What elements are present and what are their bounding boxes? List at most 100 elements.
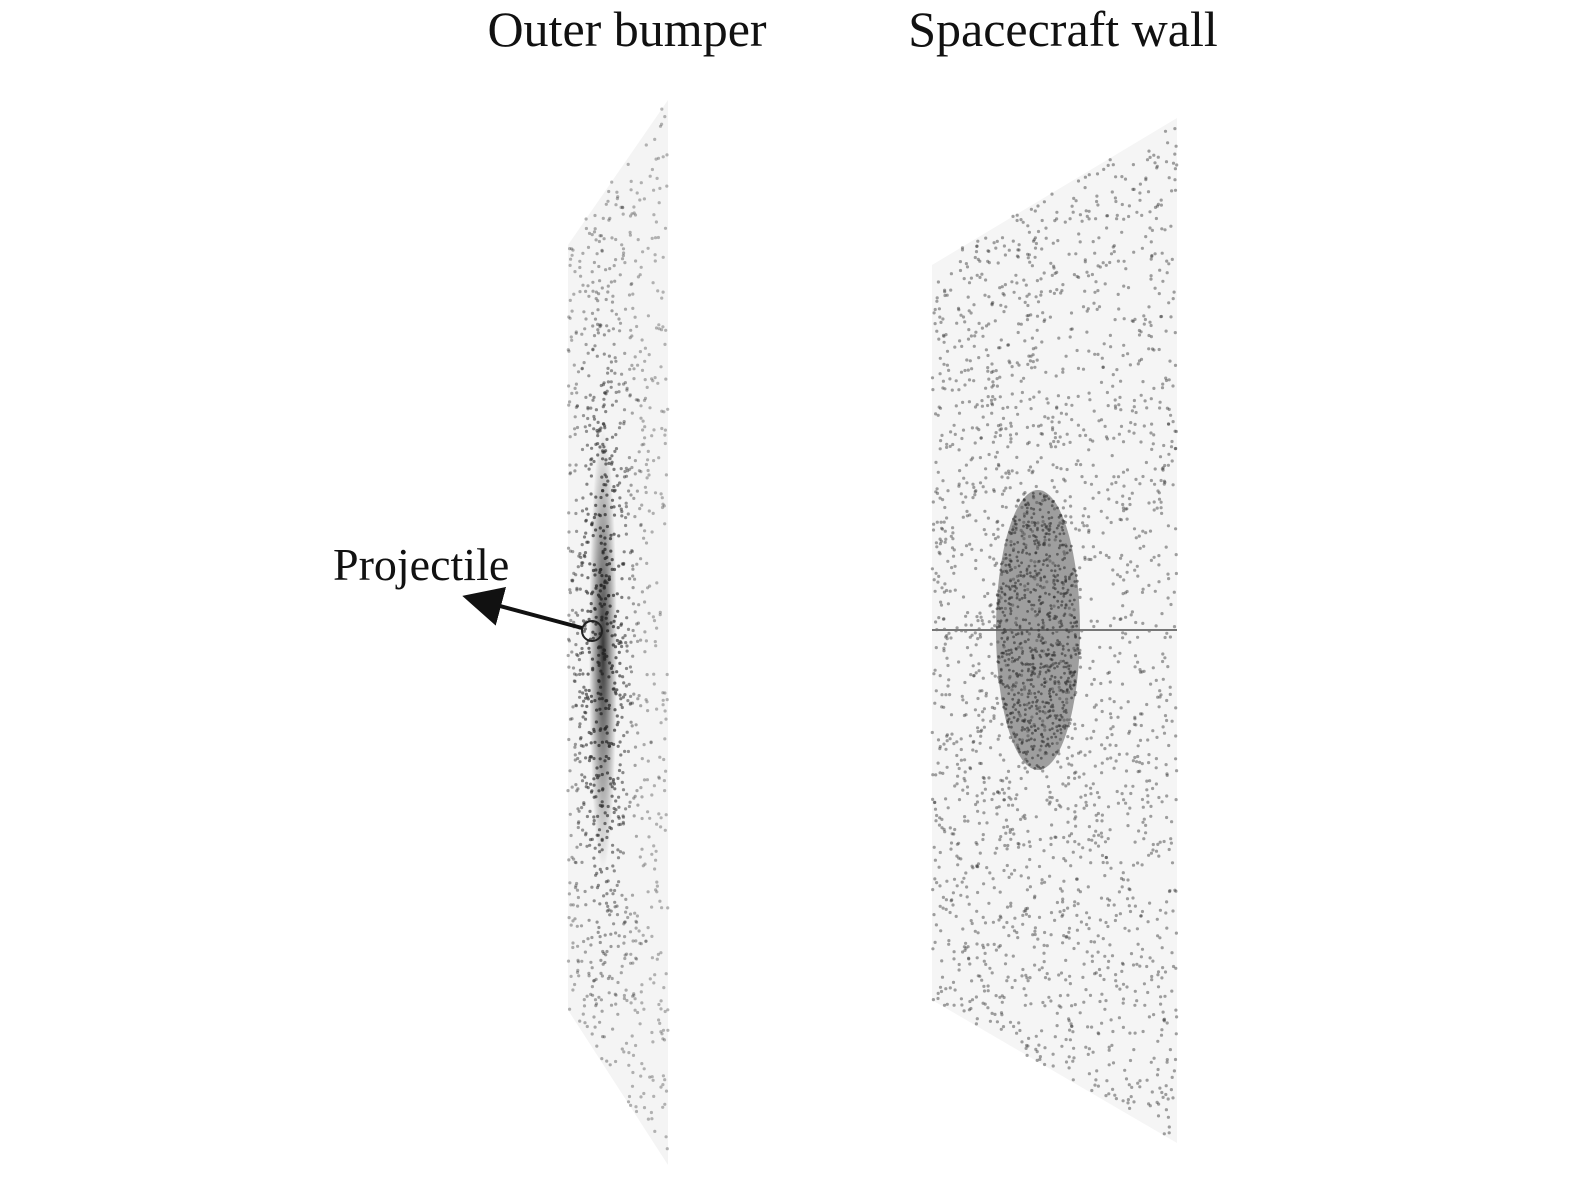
particle-dot <box>1004 584 1008 588</box>
particle-dot <box>1003 659 1007 663</box>
particle-dot <box>1027 914 1031 919</box>
particle-dot <box>1078 240 1082 244</box>
particle-dot <box>990 971 994 975</box>
particle-dot <box>983 787 988 791</box>
particle-dot <box>578 722 582 726</box>
particle-dot <box>1039 692 1043 696</box>
particle-dot <box>1110 482 1114 486</box>
particle-dot <box>1092 409 1096 413</box>
particle-dot <box>1094 474 1098 478</box>
particle-dot <box>646 810 650 814</box>
particle-dot <box>1071 850 1075 854</box>
particle-dot <box>632 796 636 800</box>
particle-dot <box>1000 285 1004 289</box>
particle-dot <box>614 808 618 812</box>
particle-dot <box>582 553 586 558</box>
particle-dot <box>1079 920 1083 924</box>
particle-dot <box>1016 746 1020 750</box>
particle-dot <box>596 331 601 335</box>
particle-dot <box>963 779 967 783</box>
particle-dot <box>1002 925 1006 929</box>
particle-dot <box>1016 579 1020 583</box>
particle-dot <box>936 996 940 1001</box>
particle-dot <box>1116 475 1121 479</box>
particle-dot <box>572 857 576 861</box>
particle-dot <box>650 530 654 534</box>
particle-dot <box>944 747 948 751</box>
particle-dot <box>1156 1039 1160 1043</box>
particle-dot <box>1136 635 1140 639</box>
particle-dot <box>1015 1031 1019 1035</box>
particle-dot <box>1006 975 1010 979</box>
particle-dot <box>628 930 633 934</box>
particle-dot <box>990 303 994 307</box>
particle-dot <box>940 433 944 437</box>
particle-dot <box>601 949 605 954</box>
particle-dot <box>576 958 580 963</box>
particle-dot <box>575 888 580 892</box>
particle-dot <box>945 765 949 769</box>
particle-dot <box>1046 416 1050 420</box>
particle-dot <box>1100 819 1104 823</box>
particle-dot <box>987 261 991 265</box>
particle-dot <box>988 1019 993 1023</box>
particle-dot <box>1036 204 1040 208</box>
particle-dot <box>998 753 1002 757</box>
particle-dot <box>1165 718 1169 723</box>
particle-dot <box>990 671 994 675</box>
particle-dot <box>1083 260 1087 264</box>
particle-dot <box>1092 624 1096 629</box>
particle-dot <box>998 890 1002 894</box>
particle-dot <box>1140 863 1144 867</box>
particle-dot <box>581 496 585 500</box>
particle-dot <box>1009 543 1013 547</box>
particle-dot <box>1163 129 1168 133</box>
particle-dot <box>1062 594 1066 598</box>
particle-dot <box>1133 1031 1137 1035</box>
particle-dot <box>995 561 999 565</box>
particle-dot <box>975 956 979 960</box>
outer-bumper-plate <box>566 100 670 1165</box>
particle-dot <box>578 265 582 270</box>
particle-dot <box>666 1008 670 1012</box>
particle-dot <box>1014 432 1019 436</box>
particle-dot <box>659 1030 663 1034</box>
particle-dot <box>616 626 620 630</box>
particle-dot <box>996 737 1000 741</box>
particle-dot <box>973 631 977 635</box>
particle-dot <box>1000 1013 1004 1017</box>
particle-dot <box>1004 599 1007 603</box>
particle-dot <box>580 332 584 336</box>
particle-dot <box>1164 378 1169 383</box>
particle-dot <box>1017 322 1021 326</box>
particle-dot <box>1034 346 1038 350</box>
particle-dot <box>1157 705 1161 709</box>
particle-dot <box>629 282 633 287</box>
particle-dot <box>1068 599 1072 603</box>
particle-dot <box>1035 279 1039 283</box>
particle-dot <box>963 368 967 373</box>
particle-dot <box>1153 482 1157 486</box>
particle-dot <box>1008 588 1012 591</box>
particle-dot <box>1050 607 1053 610</box>
particle-dot <box>1140 797 1145 802</box>
particle-dot <box>957 798 962 802</box>
particle-dot <box>664 1135 668 1139</box>
particle-dot <box>997 734 1001 738</box>
particle-dot <box>975 800 980 804</box>
particle-dot <box>980 978 984 982</box>
particle-dot <box>655 957 659 961</box>
particle-dot <box>950 566 954 570</box>
particle-dot <box>933 307 937 312</box>
particle-dot <box>580 860 584 865</box>
particle-dot <box>1085 524 1089 528</box>
particle-dot <box>1126 563 1130 567</box>
particle-dot <box>934 460 938 464</box>
particle-dot <box>613 888 617 893</box>
particle-dot <box>1095 1069 1099 1073</box>
particle-dot <box>575 425 580 430</box>
particle-dot <box>639 786 643 790</box>
particle-dot <box>627 804 632 809</box>
particle-dot <box>573 679 577 684</box>
particle-dot <box>584 833 588 837</box>
